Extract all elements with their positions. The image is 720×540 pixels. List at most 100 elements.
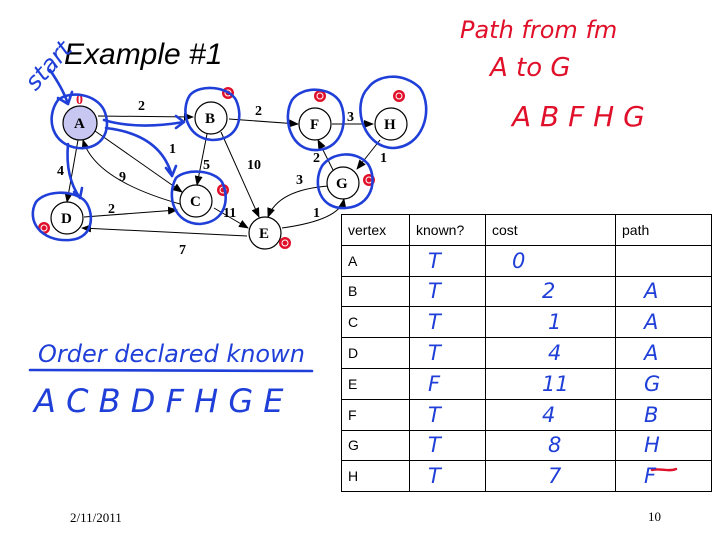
known-cell: T <box>409 275 486 308</box>
slide-title: Example #1 <box>64 38 223 71</box>
weight-b-f: 2 <box>255 104 262 119</box>
path-a-b-stroke <box>102 114 186 130</box>
edge-h-g <box>356 139 381 170</box>
loop-b <box>184 86 241 142</box>
node-h-label: H <box>384 117 396 133</box>
table-row: H T 7 F <box>341 460 712 493</box>
known-cell: F <box>409 367 486 400</box>
path-a-c-stroke <box>104 126 178 178</box>
table-row: E F 11 G <box>341 367 712 400</box>
weight-g-e: 3 <box>296 173 303 188</box>
goal-line-1: Path from fm <box>460 16 617 44</box>
vertex-table: vertex known? cost path A T 0 B T 2 A C … <box>341 214 712 493</box>
known-marker-e <box>279 237 291 249</box>
loop-c <box>170 170 227 226</box>
edge-c-a <box>81 139 181 205</box>
node-b <box>194 101 228 135</box>
loop-h <box>359 75 428 150</box>
header-known: known? <box>409 214 486 246</box>
edge-e-d <box>81 224 248 237</box>
edge-g-f <box>317 139 334 171</box>
header-cost: cost <box>485 214 616 246</box>
path-cell: F <box>615 460 712 493</box>
edge-a-c <box>94 130 183 193</box>
table-row: B T 2 A <box>341 275 712 308</box>
node-c <box>179 184 213 218</box>
node-e <box>248 216 282 250</box>
table-row: D T 4 A <box>341 337 712 369</box>
path-result: A B F H G <box>510 100 645 133</box>
path-cell: A <box>615 275 712 308</box>
slide-date: 2/11/2011 <box>70 510 122 525</box>
header-vertex: vertex <box>341 214 410 246</box>
path-a-d-stroke <box>66 142 84 200</box>
cost-cell: 4 <box>485 337 616 369</box>
edge-e-g <box>281 198 347 229</box>
cost-cell: 0 <box>485 244 616 277</box>
node-e-label: E <box>259 226 269 242</box>
loop-f <box>286 88 345 152</box>
cost-cell: 7 <box>485 460 616 493</box>
order-sequence: A C B D F H G E <box>32 382 284 420</box>
graph-nodes: A B C D E F G H <box>50 101 408 250</box>
table-header-row: vertex known? cost path <box>341 214 712 246</box>
goal-line-2: A to G <box>488 53 571 83</box>
node-d <box>50 201 84 235</box>
cost-cell: 1 <box>485 306 616 339</box>
path-cell: A <box>615 337 712 369</box>
edge-b-c <box>194 133 208 186</box>
node-g-label: G <box>336 176 348 192</box>
node-a-cost: 0 <box>76 93 83 108</box>
vertex-cell: C <box>341 306 410 339</box>
cost-cell: 2 <box>485 275 616 308</box>
loop-a <box>50 93 109 150</box>
loop-g <box>316 153 374 210</box>
table-row: G T 8 H <box>341 429 712 462</box>
order-underline <box>28 368 314 373</box>
path-cell: G <box>615 367 712 400</box>
vertex-cell: A <box>341 244 410 277</box>
known-cell: T <box>409 244 486 277</box>
vertex-cell: H <box>341 460 410 493</box>
weight-b-e: 10 <box>247 158 261 173</box>
edge-d-c <box>83 206 178 218</box>
start-annotation: start <box>19 34 78 95</box>
vertex-cell: G <box>341 429 410 462</box>
weight-e-g: 1 <box>313 206 320 221</box>
slide-page-number: 10 <box>648 509 661 524</box>
table-row: C T 1 A <box>341 306 712 339</box>
edge-a-d <box>64 139 79 203</box>
path-cell: B <box>615 398 712 431</box>
weight-g-f: 2 <box>313 151 320 166</box>
graph-edges <box>64 112 381 237</box>
known-marker-f <box>314 90 326 102</box>
weight-a-b: 2 <box>138 99 145 114</box>
weight-a-d: 4 <box>57 164 64 179</box>
cost-cell: 11 <box>485 367 616 400</box>
node-a <box>62 105 98 141</box>
loop-d <box>31 191 93 242</box>
edge-b-e <box>220 131 260 218</box>
weight-a-c: 1 <box>169 142 176 157</box>
node-f <box>298 107 332 141</box>
weight-c-a: 9 <box>119 170 126 185</box>
known-cell: T <box>409 306 486 339</box>
header-path: path <box>615 214 712 246</box>
node-c-label: C <box>190 194 201 210</box>
edge-b-f <box>228 118 299 128</box>
vertex-cell: E <box>341 367 410 400</box>
known-marker-h <box>393 90 405 102</box>
weight-f-h: 3 <box>347 110 354 125</box>
node-b-label: B <box>205 111 215 127</box>
weight-d-c: 2 <box>108 202 115 217</box>
weight-b-c: 5 <box>203 158 210 173</box>
known-cell: T <box>409 460 486 493</box>
edge-weights: 2 1 4 9 2 3 1 2 5 10 3 1 2 11 7 <box>57 99 387 258</box>
edge-c-e <box>213 207 249 229</box>
cost-cell: 4 <box>485 398 616 431</box>
weight-e-d: 7 <box>179 243 186 258</box>
known-cell: T <box>409 429 486 462</box>
weight-c-e: 11 <box>223 206 236 221</box>
